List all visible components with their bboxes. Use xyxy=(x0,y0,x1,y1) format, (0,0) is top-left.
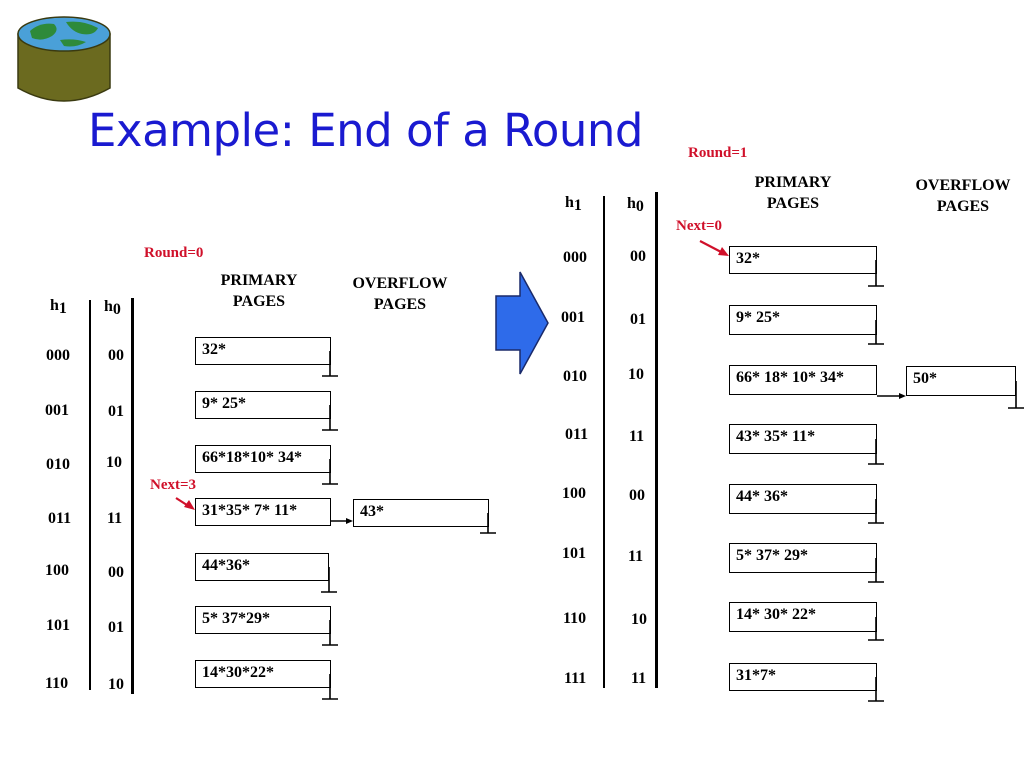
right-row-5-h0: 11 xyxy=(628,548,644,565)
left-column-line xyxy=(131,298,134,694)
right-row-3-primary-page: 43* 35* 11* xyxy=(729,424,877,454)
left-h0-header: h0 xyxy=(104,298,121,318)
right-row-2-h1: 010 xyxy=(563,368,587,385)
right-row-4-h0: 00 xyxy=(629,487,645,504)
right-row-1-h1: 001 xyxy=(561,309,585,326)
left-row-5-h0: 01 xyxy=(108,619,124,636)
left-row-4-h0: 00 xyxy=(108,564,124,581)
left-row-5-primary-page: 5* 37*29* xyxy=(195,606,331,634)
globe-cylinder-icon xyxy=(17,16,111,102)
right-row-6-h0: 10 xyxy=(631,611,647,628)
right-row-3-h1: 011 xyxy=(565,426,589,443)
left-round-label: Round=0 xyxy=(144,245,204,261)
left-row-2-h1: 010 xyxy=(46,456,70,473)
right-row-2-primary-page: 66* 18* 10* 34* xyxy=(729,365,877,395)
right-row-0-primary-page: 32* xyxy=(729,246,877,274)
left-next-pointer-arrow xyxy=(175,497,195,510)
right-row-2-h0: 10 xyxy=(628,366,644,383)
left-overflow-chain-arrow xyxy=(331,518,353,524)
right-row-4-primary-page: 44* 36* xyxy=(729,484,877,514)
right-arrow-icon xyxy=(495,271,549,375)
right-null-pointer-symbols xyxy=(868,260,1024,702)
right-row-1-primary-page: 9* 25* xyxy=(729,305,877,335)
right-row-7-h0: 11 xyxy=(631,670,647,687)
left-row-0-primary-page: 32* xyxy=(195,337,331,365)
right-row-4-h1: 100 xyxy=(562,485,586,502)
left-row-6-primary-page: 14*30*22* xyxy=(195,660,331,688)
right-row-3-h0: 11 xyxy=(629,428,645,445)
page-title: Example: End of a Round xyxy=(88,104,643,157)
left-row-6-h0: 10 xyxy=(108,676,124,693)
left-row-1-h0: 01 xyxy=(108,403,124,420)
right-row-7-primary-page: 31*7* xyxy=(729,663,877,691)
right-row-7-h1: 111 xyxy=(564,670,587,687)
left-row-4-h1: 100 xyxy=(45,562,69,579)
left-row-5-h1: 101 xyxy=(46,617,70,634)
left-row-0-h0: 00 xyxy=(108,347,124,364)
left-row-3-h0: 11 xyxy=(107,510,123,527)
left-row-0-h1: 000 xyxy=(46,347,70,364)
right-next-label: Next=0 xyxy=(676,218,723,234)
left-row-3-h1: 011 xyxy=(48,510,72,527)
right-round-label: Round=1 xyxy=(688,145,748,161)
left-row-2-primary-page: 66*18*10* 34* xyxy=(195,445,331,473)
right-row-1-h0: 01 xyxy=(630,311,646,328)
right-row-2-overflow-page: 50* xyxy=(906,366,1016,396)
left-row-1-primary-page: 9* 25* xyxy=(195,391,331,419)
left-row-6-h1: 110 xyxy=(45,675,69,692)
left-h1-header: h1 xyxy=(50,297,67,317)
right-row-0-h0: 00 xyxy=(630,248,646,265)
right-overflow-chain-arrow xyxy=(877,393,906,399)
right-row-5-primary-page: 5* 37* 29* xyxy=(729,543,877,573)
left-row-1-h1: 001 xyxy=(45,402,69,419)
left-null-pointer-symbols xyxy=(321,351,496,700)
left-row-2-h0: 10 xyxy=(106,454,122,471)
right-h0-header: h0 xyxy=(627,195,644,215)
left-divider xyxy=(89,300,91,690)
right-column-line xyxy=(655,192,658,688)
right-row-0-h1: 000 xyxy=(563,249,587,266)
left-next-label: Next=3 xyxy=(150,477,197,493)
right-row-5-h1: 101 xyxy=(562,545,586,562)
right-row-6-h1: 110 xyxy=(563,610,587,627)
left-row-4-primary-page: 44*36* xyxy=(195,553,329,581)
left-row-3-primary-page: 31*35* 7* 11* xyxy=(195,498,331,526)
right-divider xyxy=(603,196,605,688)
right-next-pointer-arrow xyxy=(699,240,729,256)
right-h1-header: h1 xyxy=(565,194,582,214)
